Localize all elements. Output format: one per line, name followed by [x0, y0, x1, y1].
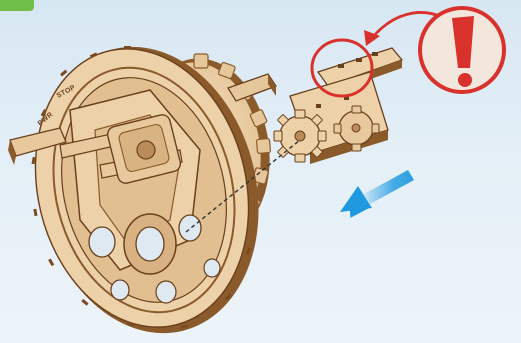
- blue-arrow-icon: [340, 170, 414, 218]
- gear-subassembly: [274, 48, 402, 164]
- small-gear-left: [274, 110, 326, 162]
